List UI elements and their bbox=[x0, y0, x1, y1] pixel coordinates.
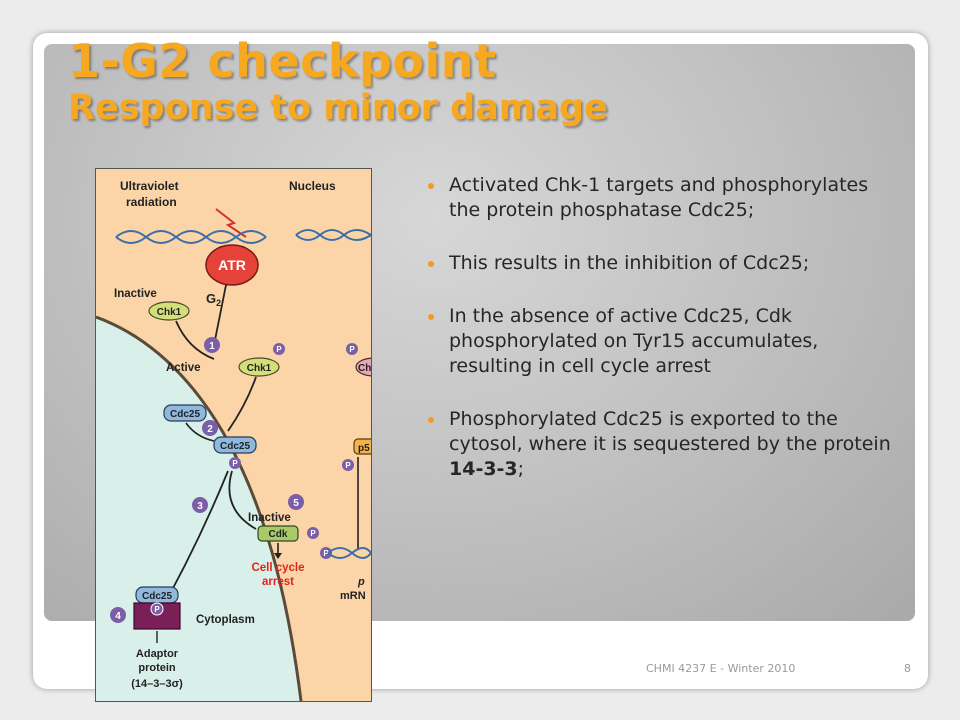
step-1-text: 1 bbox=[209, 341, 215, 352]
g2-checkpoint-diagram: Ultraviolet radiation Nucleus ATR Inacti… bbox=[95, 168, 372, 702]
bullet-text: In the absence of active Cdc25, Cdk phos… bbox=[449, 305, 819, 377]
step-2-badge bbox=[202, 420, 218, 436]
mrna-partial-text: mRN bbox=[340, 590, 366, 602]
p53-partial-node bbox=[353, 438, 371, 455]
bullet-list: Activated Chk-1 targets and phosphorylat… bbox=[428, 173, 898, 510]
chk1-active-node bbox=[238, 357, 280, 377]
p21-partial-text: p bbox=[357, 576, 365, 588]
cdc25-text-3: Cdc25 bbox=[142, 591, 172, 602]
phospho-text-cdc25: P bbox=[232, 459, 238, 468]
g2-label: G2 bbox=[206, 291, 221, 308]
inactive-chk1-label: Inactive bbox=[114, 288, 157, 300]
active-label: Active bbox=[166, 362, 201, 374]
bullet-dot-icon bbox=[428, 183, 434, 189]
atr-label: ATR bbox=[218, 257, 246, 273]
slide-title: 1-G2 checkpoint Response to minor damage bbox=[68, 38, 608, 126]
chk1-inactive-node bbox=[148, 301, 190, 321]
phospho-badge-chk1 bbox=[273, 343, 285, 355]
bullet-dot-icon bbox=[428, 261, 434, 267]
chk-partial-node bbox=[355, 357, 371, 377]
step-4-badge bbox=[110, 607, 126, 623]
atr-node bbox=[205, 244, 259, 286]
bullet-dot-icon bbox=[428, 314, 434, 320]
inactive-cdk-label: Inactive bbox=[248, 512, 291, 524]
diagram-svg: Ultraviolet radiation Nucleus ATR Inacti… bbox=[96, 169, 371, 701]
adaptor-line-3: (14–3–3σ) bbox=[131, 678, 183, 690]
bullet-text-before: Phosphorylated Cdc25 is exported to the … bbox=[449, 408, 891, 455]
phospho-badge-cdc25 bbox=[229, 457, 241, 469]
bullet-item: This results in the inhibition of Cdc25; bbox=[428, 251, 898, 276]
adaptor-line-1: Adaptor bbox=[136, 648, 179, 660]
dna-helix-icon bbox=[115, 229, 371, 244]
title-line-2: Response to minor damage bbox=[68, 88, 608, 128]
step-3-text: 3 bbox=[197, 501, 203, 512]
step-2-text: 2 bbox=[207, 424, 213, 435]
cytoplasm-label: Cytoplasm bbox=[196, 614, 255, 626]
chk1-to-cdc25-arrow bbox=[227, 376, 257, 432]
step-3-badge bbox=[192, 497, 208, 513]
uv-label-line2: radiation bbox=[126, 195, 177, 209]
chk1-active-text: Chk1 bbox=[247, 363, 272, 374]
bullet-text-bold: 14-3-3 bbox=[449, 458, 518, 480]
cdc25-arrow-1 bbox=[185, 422, 215, 442]
phospho-text-right-1: P bbox=[349, 345, 355, 354]
phospho-text-right-3: P bbox=[323, 549, 329, 558]
bullet-text: Activated Chk-1 targets and phosphorylat… bbox=[449, 174, 869, 221]
phospho-badge-right-1 bbox=[346, 343, 358, 355]
page-number: 8 bbox=[904, 662, 911, 675]
phospho-badge-right-3 bbox=[320, 547, 332, 559]
nucleus-label: Nucleus bbox=[289, 179, 336, 193]
p53-partial-text: p5 bbox=[358, 443, 370, 454]
step-1-badge bbox=[204, 337, 220, 353]
cdk-text: Cdk bbox=[269, 529, 288, 540]
step-4-text: 4 bbox=[115, 611, 121, 622]
bullet-item: Activated Chk-1 targets and phosphorylat… bbox=[428, 173, 898, 223]
cdc25-text-1: Cdc25 bbox=[170, 409, 200, 420]
step-5-badge bbox=[288, 494, 304, 510]
adaptor-line-2: protein bbox=[138, 662, 176, 674]
uv-ray-icon bbox=[215, 208, 247, 238]
phospho-badge-right-2 bbox=[342, 459, 354, 471]
phospho-text-cdk: P bbox=[310, 529, 316, 538]
phospho-text-chk1: P bbox=[276, 345, 282, 354]
cdc25-node-1 bbox=[163, 404, 207, 422]
arrest-arrowhead bbox=[274, 553, 282, 559]
bullet-dot-icon bbox=[428, 417, 434, 423]
nuclear-envelope bbox=[96, 315, 303, 701]
phospho-badge-cdk bbox=[307, 527, 319, 539]
cdc25-node-2 bbox=[213, 436, 257, 454]
g2-letter: G bbox=[206, 291, 216, 306]
phospho-badge-adaptor bbox=[150, 602, 164, 616]
chk1-activation-arrow bbox=[175, 320, 215, 360]
arrest-line-1: Cell cycle bbox=[251, 562, 304, 574]
phospho-text-right-2: P bbox=[345, 461, 351, 470]
g2-subscript: 2 bbox=[216, 298, 221, 308]
bullet-text-after: ; bbox=[517, 458, 525, 480]
phospho-text-adaptor: P bbox=[154, 605, 160, 614]
inhibition-arrow bbox=[228, 470, 257, 530]
arrest-line-2: arrest bbox=[262, 576, 294, 588]
cdk-node bbox=[257, 525, 299, 542]
dna-helix-right-icon bbox=[327, 547, 371, 559]
title-line-1: 1-G2 checkpoint bbox=[68, 34, 497, 88]
bullet-item: In the absence of active Cdc25, Cdk phos… bbox=[428, 304, 898, 379]
chk-partial-text: Ch bbox=[358, 363, 371, 374]
uv-label-line1: Ultraviolet bbox=[120, 179, 179, 193]
cdc25-text-2: Cdc25 bbox=[220, 441, 250, 452]
chk1-inactive-text: Chk1 bbox=[157, 307, 182, 318]
bullet-text: This results in the inhibition of Cdc25; bbox=[449, 252, 810, 274]
footer-text: CHMI 4237 E - Winter 2010 bbox=[646, 662, 796, 675]
step-5-text: 5 bbox=[293, 498, 299, 509]
atr-arrow bbox=[213, 284, 227, 346]
bullet-item: Phosphorylated Cdc25 is exported to the … bbox=[428, 407, 898, 482]
